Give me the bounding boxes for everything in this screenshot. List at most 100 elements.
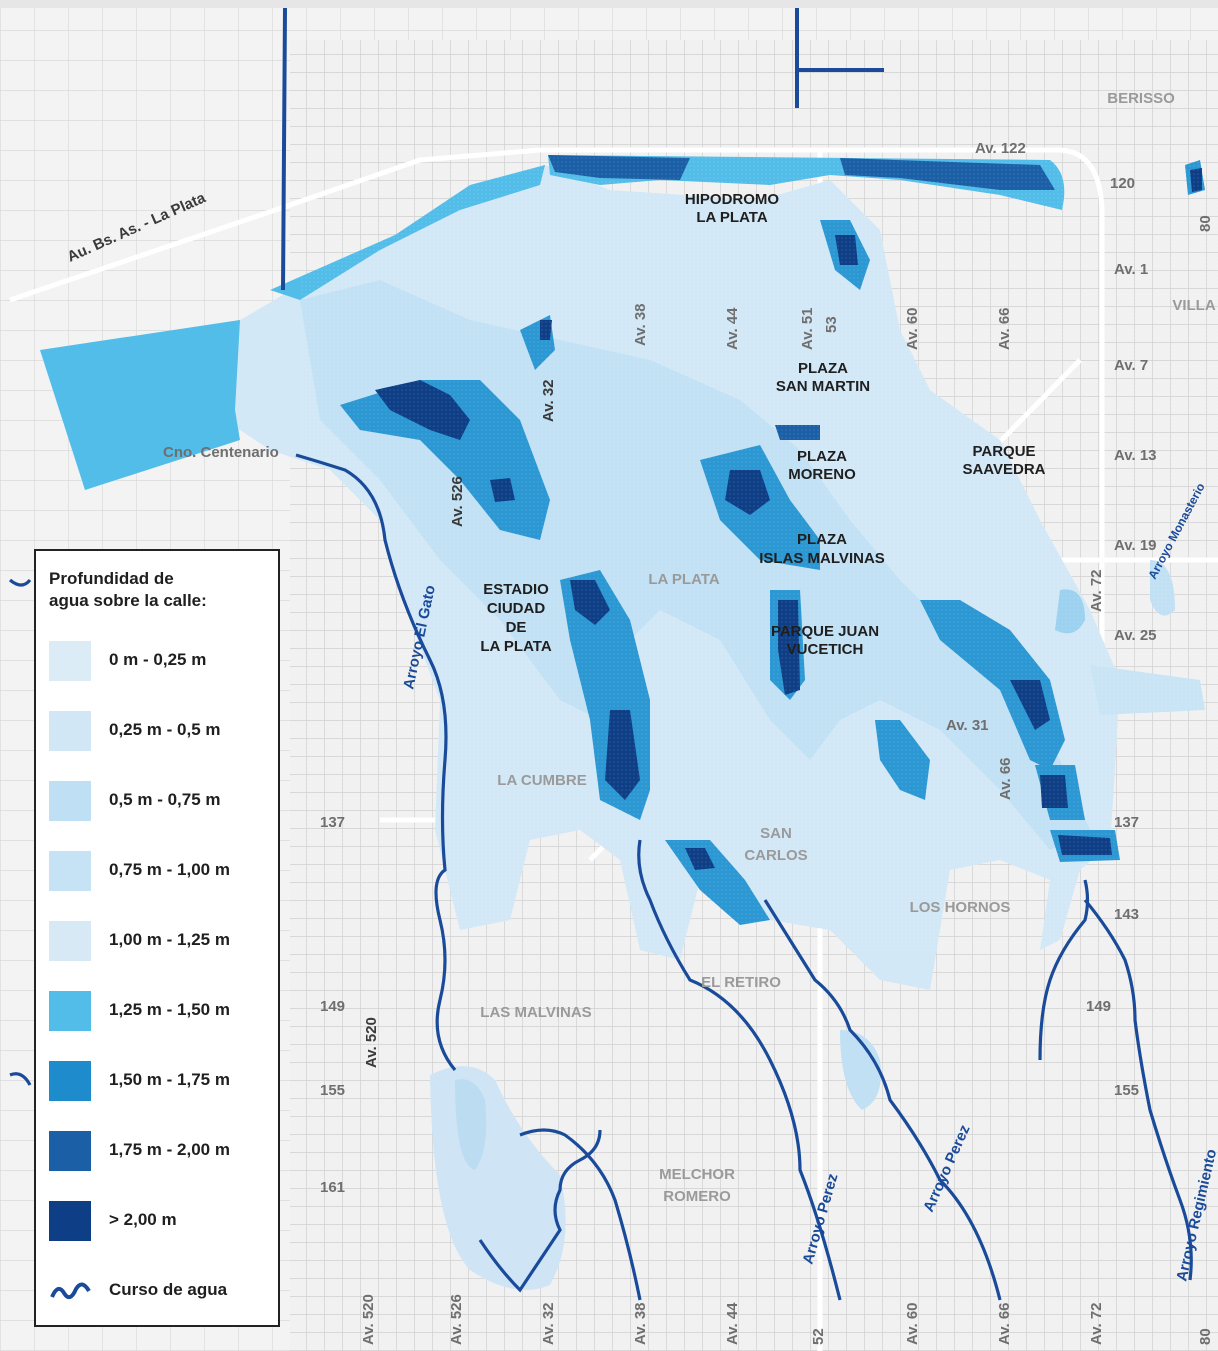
district-labels: LA PLATA LA CUMBRE SAN CARLOS LOS HORNOS… [480, 90, 1216, 1205]
label-estadio-4: LA PLATA [480, 638, 552, 655]
watercourse-icon [50, 1282, 91, 1300]
label-av72-bot: Av. 72 [1088, 1302, 1105, 1345]
canals [281, 7, 884, 291]
legend-title-line1: Profundidad de [49, 569, 174, 588]
legend-item-1: 0,25 m - 0,5 m [49, 711, 274, 751]
legend-swatch [49, 711, 91, 751]
legend-label-watercourse: Curso de agua [109, 1280, 228, 1299]
legend-item-watercourse: Curso de agua [49, 1271, 274, 1311]
label-av72-mid: Av. 72 [1088, 569, 1105, 612]
legend-label: > 2,00 m [109, 1210, 177, 1229]
label-149-right: 149 [1086, 998, 1111, 1015]
label-av38-top: Av. 38 [632, 303, 649, 346]
label-estadio-3: DE [506, 619, 527, 636]
label-av526-bot: Av. 526 [448, 1294, 465, 1345]
label-melchor-1: MELCHOR [659, 1166, 735, 1183]
label-av60-bot: Av. 60 [904, 1302, 921, 1345]
label-hipodromo-1: HIPODROMO [685, 191, 780, 208]
label-malvinas-2: ISLAS MALVINAS [759, 550, 885, 567]
label-52-bot: 52 [810, 1328, 827, 1345]
label-av44-bot: Av. 44 [724, 1302, 741, 1345]
label-av520-bot: Av. 520 [360, 1294, 377, 1345]
label-av32-top: Av. 32 [540, 379, 557, 422]
legend-title: Profundidad de agua sobre la calle: [49, 568, 269, 612]
legend-swatch [49, 1131, 91, 1171]
legend-item-2: 0,5 m - 0,75 m [49, 781, 274, 821]
legend-label: 0,75 m - 1,00 m [109, 860, 230, 879]
label-el-retiro: EL RETIRO [701, 974, 781, 991]
label-berisso: BERISSO [1107, 90, 1175, 107]
label-av19: Av. 19 [1114, 537, 1157, 554]
top-band [0, 0, 1218, 8]
legend-swatch [49, 851, 91, 891]
label-161: 161 [320, 1179, 345, 1196]
legend-item-5: 1,25 m - 1,50 m [49, 991, 274, 1031]
label-137-left: 137 [320, 814, 345, 831]
label-av38-bot: Av. 38 [632, 1302, 649, 1345]
label-san-carlos-1: SAN [760, 825, 792, 842]
label-155-left: 155 [320, 1082, 345, 1099]
legend-swatch [49, 1061, 91, 1101]
flood-texture [300, 150, 1218, 950]
legend-swatch [49, 641, 91, 681]
label-av66-bot: Av. 66 [996, 1302, 1013, 1345]
label-los-hornos: LOS HORNOS [910, 899, 1011, 916]
legend-swatch [49, 781, 91, 821]
legend-swatch [49, 991, 91, 1031]
label-san-martin-1: PLAZA [798, 360, 848, 377]
label-villa: VILLA [1172, 297, 1215, 314]
legend-label: 1,25 m - 1,50 m [109, 1000, 230, 1019]
place-labels: HIPODROMO LA PLATA PLAZA SAN MARTIN PLAZ… [480, 191, 1045, 658]
label-80-bot: 80 [1197, 1328, 1214, 1345]
legend-label: 1,50 m - 1,75 m [109, 1070, 230, 1089]
label-av520-mid: Av. 520 [363, 1017, 380, 1068]
legend-item-0: 0 m - 0,25 m [49, 641, 274, 681]
label-av32-bot: Av. 32 [540, 1302, 557, 1345]
label-av66-mid: Av. 66 [997, 757, 1014, 800]
label-120: 120 [1110, 175, 1135, 192]
label-av13: Av. 13 [1114, 447, 1157, 464]
legend-item-6: 1,50 m - 1,75 m [49, 1061, 274, 1101]
label-vucetich-2: VUCETICH [787, 641, 864, 658]
legend-swatch [49, 1201, 91, 1241]
label-hipodromo-2: LA PLATA [696, 209, 768, 226]
label-143: 143 [1114, 906, 1139, 923]
label-av31: Av. 31 [946, 717, 989, 734]
label-vucetich-1: PARQUE JUAN [771, 623, 879, 640]
label-saavedra-1: PARQUE [972, 443, 1035, 460]
label-av526-mid: Av. 526 [449, 476, 466, 527]
legend-label: 1,75 m - 2,00 m [109, 1140, 230, 1159]
label-moreno-1: PLAZA [797, 448, 847, 465]
label-137-right: 137 [1114, 814, 1139, 831]
label-san-martin-2: SAN MARTIN [776, 378, 870, 395]
legend-title-line2: agua sobre la calle: [49, 591, 207, 610]
label-las-malvinas: LAS MALVINAS [480, 1004, 591, 1021]
label-la-plata: LA PLATA [648, 571, 720, 588]
label-malvinas-1: PLAZA [797, 531, 847, 548]
label-moreno-2: MORENO [788, 466, 856, 483]
legend-swatch [49, 921, 91, 961]
label-saavedra-2: SAAVEDRA [962, 461, 1045, 478]
label-av122: Av. 122 [975, 140, 1026, 157]
label-av44-top: Av. 44 [724, 307, 741, 350]
legend-label: 0,25 m - 0,5 m [109, 720, 221, 739]
legend: Profundidad de agua sobre la calle: 0 m … [34, 549, 280, 1327]
label-149-left: 149 [320, 998, 345, 1015]
legend-item-4: 1,00 m - 1,25 m [49, 921, 274, 961]
label-av1: Av. 1 [1114, 261, 1148, 278]
road-labels: Cno. Centenario Av. 122 120 Av. 1 Av. 7 … [163, 140, 1157, 1196]
label-av51: Av. 51 [799, 307, 816, 350]
legend-item-3: 0,75 m - 1,00 m [49, 851, 274, 891]
label-155-right: 155 [1114, 1082, 1139, 1099]
legend-label: 0 m - 0,25 m [109, 650, 207, 669]
label-av66-top: Av. 66 [996, 307, 1013, 350]
watercourses [8, 453, 1193, 1301]
label-centenario: Cno. Centenario [163, 444, 279, 461]
label-estadio-2: CIUDAD [487, 600, 545, 617]
label-80-top: 80 [1197, 215, 1214, 232]
label-av25: Av. 25 [1114, 627, 1157, 644]
label-av7: Av. 7 [1114, 357, 1148, 374]
legend-label: 0,5 m - 0,75 m [109, 790, 221, 809]
label-av60-top: Av. 60 [904, 307, 921, 350]
